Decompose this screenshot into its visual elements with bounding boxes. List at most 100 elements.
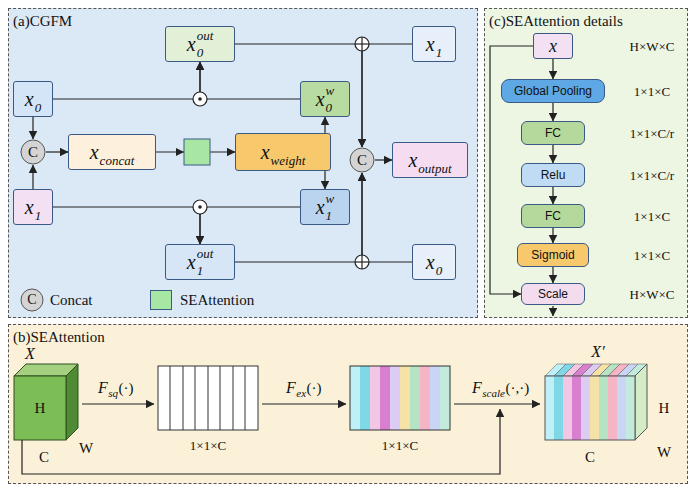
vector-stripe bbox=[420, 366, 430, 430]
multiply-ring bbox=[193, 92, 207, 106]
axis-label: C bbox=[585, 450, 595, 465]
function-argument: (·) bbox=[119, 381, 134, 396]
panel-title: (a)CGFM bbox=[13, 14, 72, 29]
node-label: Global Pooling bbox=[514, 85, 592, 97]
node-label: x bbox=[187, 252, 196, 272]
connector bbox=[46, 151, 68, 152]
superscript: w bbox=[326, 84, 335, 97]
tensor-box: x0 bbox=[13, 81, 53, 117]
scale-arrow bbox=[454, 403, 540, 404]
subscript: 1 bbox=[326, 209, 335, 222]
subscript: 1 bbox=[436, 46, 443, 59]
dimension-label: 1×1×C/r bbox=[630, 127, 674, 140]
node-label: x bbox=[25, 197, 34, 217]
connector bbox=[32, 117, 33, 139]
cube-stripe bbox=[581, 376, 590, 440]
output-cube bbox=[545, 364, 647, 440]
tensor-label: X′ bbox=[591, 344, 604, 360]
node-label: x bbox=[90, 142, 99, 162]
concat-circle: C bbox=[349, 147, 375, 173]
function-subscript: scale bbox=[482, 388, 505, 399]
vector-stripe bbox=[400, 366, 410, 430]
node-label: Scale bbox=[538, 288, 568, 300]
output-box: xoutput bbox=[392, 142, 468, 178]
add-cross bbox=[361, 37, 362, 51]
connector bbox=[552, 228, 553, 243]
connector bbox=[552, 187, 553, 204]
node-label: x bbox=[187, 34, 196, 54]
concat-circle: C bbox=[20, 139, 46, 165]
connector bbox=[552, 103, 553, 121]
input-box: x bbox=[533, 33, 573, 59]
dimension-label: H×W×C bbox=[630, 40, 675, 53]
node-label: x bbox=[316, 197, 325, 217]
subscript: 1 bbox=[35, 209, 42, 222]
node-label: x bbox=[316, 89, 325, 109]
squeeze-arrow bbox=[82, 403, 154, 404]
node-label: FC bbox=[545, 210, 561, 222]
vector-stripe bbox=[370, 366, 380, 430]
vector-stripe bbox=[440, 366, 450, 430]
concat-circle-shape bbox=[21, 140, 45, 164]
subscript: output bbox=[418, 162, 451, 175]
fc-box: FC bbox=[521, 121, 585, 145]
vector-stripe bbox=[360, 366, 370, 430]
node-label: x bbox=[426, 34, 435, 54]
cube-stripe bbox=[545, 376, 554, 440]
add-cross bbox=[361, 255, 362, 269]
vector-stripe bbox=[390, 366, 400, 430]
multiply-symbol bbox=[193, 92, 207, 106]
vector-divider bbox=[183, 366, 184, 430]
function-symbol: F bbox=[98, 380, 108, 396]
function-symbol: F bbox=[286, 380, 296, 396]
vector-divider bbox=[208, 366, 209, 430]
tensor-box: xout 1 bbox=[165, 244, 235, 280]
vector-divider bbox=[170, 366, 171, 430]
weight-box: xweight bbox=[235, 133, 331, 171]
connector bbox=[552, 59, 553, 79]
function-subscript: sq bbox=[108, 388, 118, 399]
vector-divider bbox=[195, 366, 196, 430]
multiply-dot bbox=[198, 97, 202, 101]
vector-stripe bbox=[410, 366, 420, 430]
node-label: C bbox=[28, 145, 38, 160]
multiply-dot bbox=[198, 205, 202, 209]
subscript: 1 bbox=[197, 264, 214, 277]
vector-outline bbox=[158, 366, 258, 430]
connector bbox=[552, 145, 553, 163]
squeeze-vector bbox=[158, 366, 258, 430]
add-ring bbox=[355, 255, 369, 269]
panel-cgfm: (a)CGFMxout0x1x0xw0CxconcatxweightCxoutp… bbox=[8, 8, 478, 318]
legend-item: SEAttention bbox=[150, 289, 254, 311]
connector bbox=[552, 267, 553, 283]
vector-divider bbox=[220, 366, 221, 430]
superscript: w bbox=[326, 192, 335, 205]
dimension-label: 1×1×C bbox=[634, 85, 670, 98]
legend-text: SEAttention bbox=[180, 293, 254, 308]
node-label: Sigmoid bbox=[531, 249, 574, 261]
node-label: x bbox=[261, 142, 270, 162]
axis-label: H bbox=[35, 401, 46, 416]
superscript: out bbox=[197, 247, 214, 260]
fc-box: FC bbox=[521, 204, 585, 228]
scale-box: Scale bbox=[521, 283, 585, 305]
cube-front bbox=[545, 376, 635, 440]
legend-symbol-letter: C bbox=[27, 293, 36, 307]
legend-concat-symbol bbox=[21, 289, 43, 311]
cube-stripe bbox=[617, 376, 626, 440]
vector-stripe bbox=[380, 366, 390, 430]
cube-stripe bbox=[590, 376, 599, 440]
panel-title: (b)SEAttention bbox=[13, 330, 105, 345]
function-subscript: ex bbox=[296, 388, 306, 399]
cube-stripe bbox=[608, 376, 617, 440]
node-label: C bbox=[357, 153, 367, 168]
axis-label: C bbox=[39, 450, 49, 465]
dimension-label: 1×1×C bbox=[634, 249, 670, 262]
vector-divider bbox=[245, 366, 246, 430]
tensor-box: x1 bbox=[412, 26, 456, 62]
cube-stripe bbox=[599, 376, 608, 440]
dimension-label: 1×1×C bbox=[190, 439, 226, 452]
multiply-symbol bbox=[193, 200, 207, 214]
multiply-ring bbox=[193, 200, 207, 214]
